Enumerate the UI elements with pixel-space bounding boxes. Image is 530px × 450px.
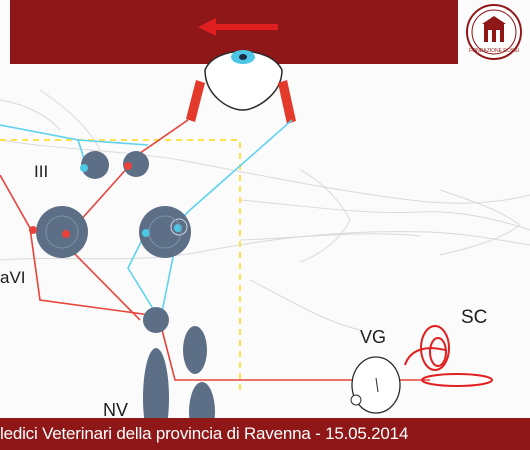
foundation-seal-icon: FONDAZIONE ROSSI [466,4,522,60]
left-arrow-icon [198,18,278,36]
oculomotor-label: III [34,162,49,181]
background-brainstem-sketch [0,89,530,331]
seal-text: FONDAZIONE ROSSI [469,48,519,54]
semicircular-canal-label: SC [461,307,488,328]
semicircular-canal-icon [404,325,493,387]
vestibular-nerve-label: NV [103,400,129,420]
eye-icon [186,50,296,124]
oculomotor-nucleus-left [81,151,109,179]
abducens-label: aVI [0,268,26,287]
nerve-body-1 [183,326,207,374]
vestibular-ganglion-label: VG [360,327,387,347]
vestibular-nucleus [143,307,169,333]
footer-text: ledici Veterinari della provincia di Rav… [0,424,409,443]
abducens-nucleus-left [36,206,88,258]
synapse-dots [29,162,188,249]
oculomotor-nucleus-right [123,151,149,177]
vestibular-ganglion-icon [350,356,401,414]
footer-bar [0,418,530,450]
